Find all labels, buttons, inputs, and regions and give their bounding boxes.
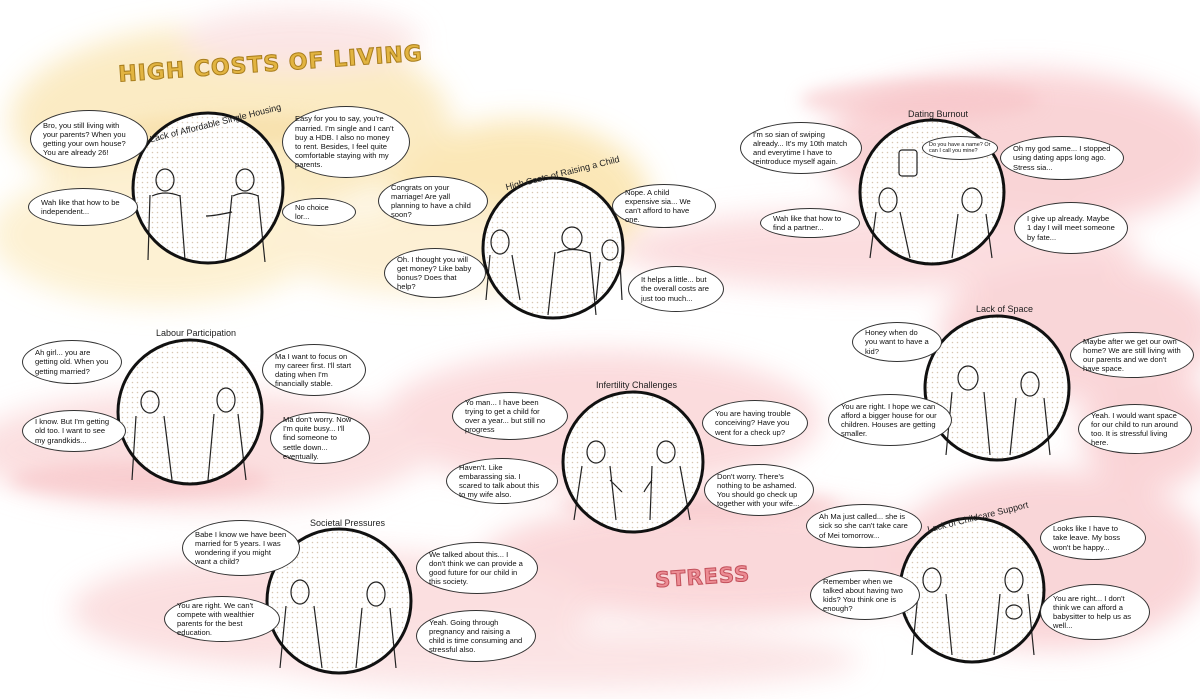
speech-bubble: Wah like that how to be independent... xyxy=(28,188,138,226)
bubble-text: You are right. We can't compete with wea… xyxy=(177,600,255,638)
speech-bubble: I'm so sian of swiping already... It's m… xyxy=(740,122,862,174)
bubble-text: Don't worry. There's nothing to be asham… xyxy=(717,471,800,509)
speech-bubble: Wah like that how to find a partner... xyxy=(760,208,860,238)
speech-bubble: It helps a little... but the overall cos… xyxy=(628,266,724,312)
speech-bubble: Ah girl... you are getting old. When you… xyxy=(22,340,122,384)
scene-title: Societal Pressures xyxy=(310,518,386,528)
speech-bubble: Ah Ma just called... she is sick so she … xyxy=(806,504,922,548)
bubble-text: Ah Ma just called... she is sick so she … xyxy=(819,512,908,540)
speech-bubble: Ma I want to focus on my career first. I… xyxy=(262,344,366,396)
bubble-text: You are right. I hope we can afford a bi… xyxy=(841,401,937,439)
speech-bubble: You are right. We can't compete with wea… xyxy=(164,596,280,642)
speech-bubble: Honey when do you want to have a kid? xyxy=(852,322,942,362)
speech-bubble: Don't worry. There's nothing to be asham… xyxy=(704,464,814,516)
bubble-text: It helps a little... but the overall cos… xyxy=(641,275,709,303)
bubble-text: Congrats on your marriage! Are yall plan… xyxy=(391,182,471,220)
bubble-text: Ah girl... you are getting old. When you… xyxy=(35,348,109,376)
scene-title: Dating Burnout xyxy=(908,109,969,119)
thought-bubble: Do you have a name? Or can I call you mi… xyxy=(922,136,998,160)
speech-bubble: Ma don't worry. Now I'm quite busy... I'… xyxy=(270,412,370,464)
speech-bubble: Oh. I thought you will get money? Like b… xyxy=(384,248,486,298)
speech-bubble: We talked about this... I don't think we… xyxy=(416,542,538,594)
speech-bubble: Maybe after we get our own home? We are … xyxy=(1070,332,1194,378)
bubble-text: Remember when we talked about having two… xyxy=(823,576,903,614)
speech-bubble: Remember when we talked about having two… xyxy=(810,570,920,620)
speech-bubble: Yo man... I have been trying to get a ch… xyxy=(452,392,568,440)
speech-bubble: Yeah. I would want space for our child t… xyxy=(1078,404,1192,454)
speech-bubble: Oh my god same... I stopped using dating… xyxy=(1000,136,1124,180)
bubble-text: Oh my god same... I stopped using dating… xyxy=(1013,144,1111,172)
scene-title: Infertility Challenges xyxy=(596,380,678,390)
bubble-text: Yeah. I would want space for our child t… xyxy=(1091,410,1178,448)
speech-bubble: Yeah. Going through pregnancy and raisin… xyxy=(416,610,536,662)
bubble-text: I know. But I'm getting old too. I want … xyxy=(35,417,110,445)
speech-bubble: You are right... I don't think we can af… xyxy=(1040,584,1150,640)
bubble-text: Looks like I have to take leave. My boss… xyxy=(1053,524,1121,552)
bubble-text: Easy for you to say, you're married. I'm… xyxy=(295,114,394,170)
speech-bubble: Easy for you to say, you're married. I'm… xyxy=(282,106,410,178)
bubble-text: Honey when do you want to have a kid? xyxy=(865,328,929,356)
bubble-text: Babe I know we have been married for 5 y… xyxy=(195,529,287,567)
bubble-text: Oh. I thought you will get money? Like b… xyxy=(397,254,472,292)
bubble-text: Bro, you still living with your parents?… xyxy=(43,120,126,158)
bubble-text: We talked about this... I don't think we… xyxy=(429,549,523,587)
bubble-text: Haven't. Like embarassing sia. I scared … xyxy=(459,462,540,500)
bubble-text: I'm so sian of swiping already... It's m… xyxy=(753,129,848,167)
bubble-text: Ma I want to focus on my career first. I… xyxy=(275,351,352,389)
scene-title: Lack of Space xyxy=(976,304,1034,314)
bubble-text: Yeah. Going through pregnancy and raisin… xyxy=(429,617,523,655)
bubble-text: Wah like that how to be independent... xyxy=(41,197,120,216)
speech-bubble: Congrats on your marriage! Are yall plan… xyxy=(378,176,488,226)
speech-bubble: You are having trouble conceiving? Have … xyxy=(702,400,808,446)
speech-bubble: Nope. A child expensive sia... We can't … xyxy=(612,184,716,228)
speech-bubble: Bro, you still living with your parents?… xyxy=(30,110,148,168)
speech-bubble: I give up already. Maybe 1 day I will me… xyxy=(1014,202,1128,254)
speech-bubble: Haven't. Like embarassing sia. I scared … xyxy=(446,458,558,504)
bubble-text: Yo man... I have been trying to get a ch… xyxy=(465,397,546,435)
bubble-text: Wah like that how to find a partner... xyxy=(773,213,842,232)
bubble-text: I give up already. Maybe 1 day I will me… xyxy=(1027,214,1115,242)
bubble-text: You are having trouble conceiving? Have … xyxy=(715,409,791,437)
bubble-text: Maybe after we get our own home? We are … xyxy=(1083,336,1181,374)
bubble-text: Nope. A child expensive sia... We can't … xyxy=(625,187,691,225)
speech-bubble: You are right. I hope we can afford a bi… xyxy=(828,394,952,446)
bubble-text: Ma don't worry. Now I'm quite busy... I'… xyxy=(283,415,352,461)
bubble-text: Do you have a name? Or can I call you mi… xyxy=(929,141,991,155)
bubble-text: No choice lor... xyxy=(295,202,329,221)
scene-title: Labour Participation xyxy=(156,328,237,338)
speech-bubble: Babe I know we have been married for 5 y… xyxy=(182,520,300,576)
speech-bubble: Looks like I have to take leave. My boss… xyxy=(1040,516,1146,560)
speech-bubble: No choice lor... xyxy=(282,198,356,226)
bubble-text: You are right... I don't think we can af… xyxy=(1053,593,1132,631)
speech-bubble: I know. But I'm getting old too. I want … xyxy=(22,410,126,452)
